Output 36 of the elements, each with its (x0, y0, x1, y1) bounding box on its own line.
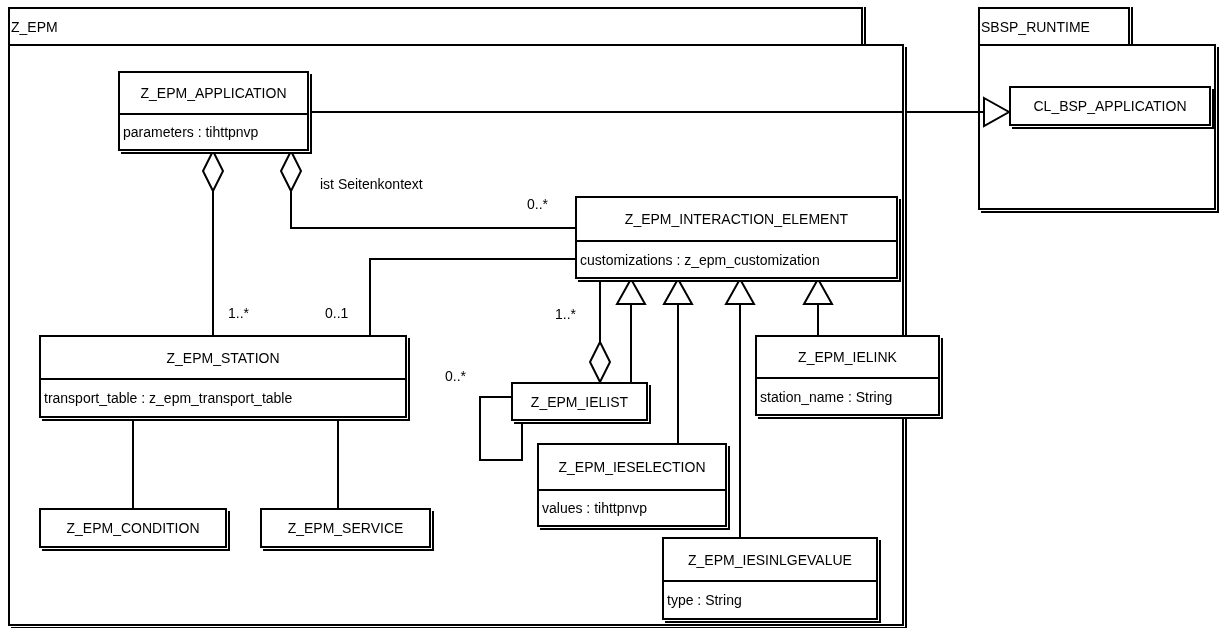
class-name: Z_EPM_STATION (41, 337, 405, 380)
multiplicity-label: 0..1 (325, 305, 349, 321)
association-line (369, 258, 576, 336)
class-box (755, 335, 940, 416)
attribute-text: transport_table : z_epm_transport_table (43, 389, 294, 408)
association-label: ist Seitenkontext (320, 176, 423, 192)
class-box (39, 335, 407, 418)
multiplicity-label: 1..* (555, 306, 576, 322)
association-line (479, 396, 523, 461)
class-box (118, 71, 309, 151)
attribute-text: station_name : String (759, 387, 894, 407)
class-box (575, 196, 898, 279)
class-name: Z_EPM_IESELECTION (539, 445, 725, 491)
class-name: Z_EPM_CONDITION (65, 519, 201, 538)
class-box (662, 537, 878, 620)
class-name: Z_EPM_APPLICATION (120, 73, 307, 115)
package-tab: SBSP_RUNTIME (978, 7, 1130, 46)
class-box (260, 508, 431, 548)
class-box (1009, 86, 1211, 126)
class-box (511, 382, 648, 421)
attribute-text: customizations : z_epm_customization (579, 250, 821, 270)
class-box (39, 508, 227, 548)
class-box (537, 443, 727, 527)
class-name: Z_EPM_IELINK (757, 337, 938, 379)
multiplicity-label: 1..* (228, 305, 249, 321)
class-name: CL_BSP_APPLICATION (1032, 97, 1188, 116)
class-name: Z_EPM_IELIST (529, 392, 630, 412)
multiplicity-label: 0..* (527, 196, 548, 212)
attribute-text: values : tihttpnvp (541, 499, 649, 518)
package-tab: Z_EPM (8, 7, 863, 46)
multiplicity-label: 0..* (445, 368, 466, 384)
class-name: Z_EPM_IESINLGEVALUE (664, 539, 876, 582)
attribute-text: type : String (666, 591, 743, 610)
class-name: Z_EPM_SERVICE (286, 519, 405, 538)
class-name: Z_EPM_INTERACTION_ELEMENT (577, 198, 896, 242)
attribute-text: parameters : tihttpnvp (122, 123, 260, 142)
